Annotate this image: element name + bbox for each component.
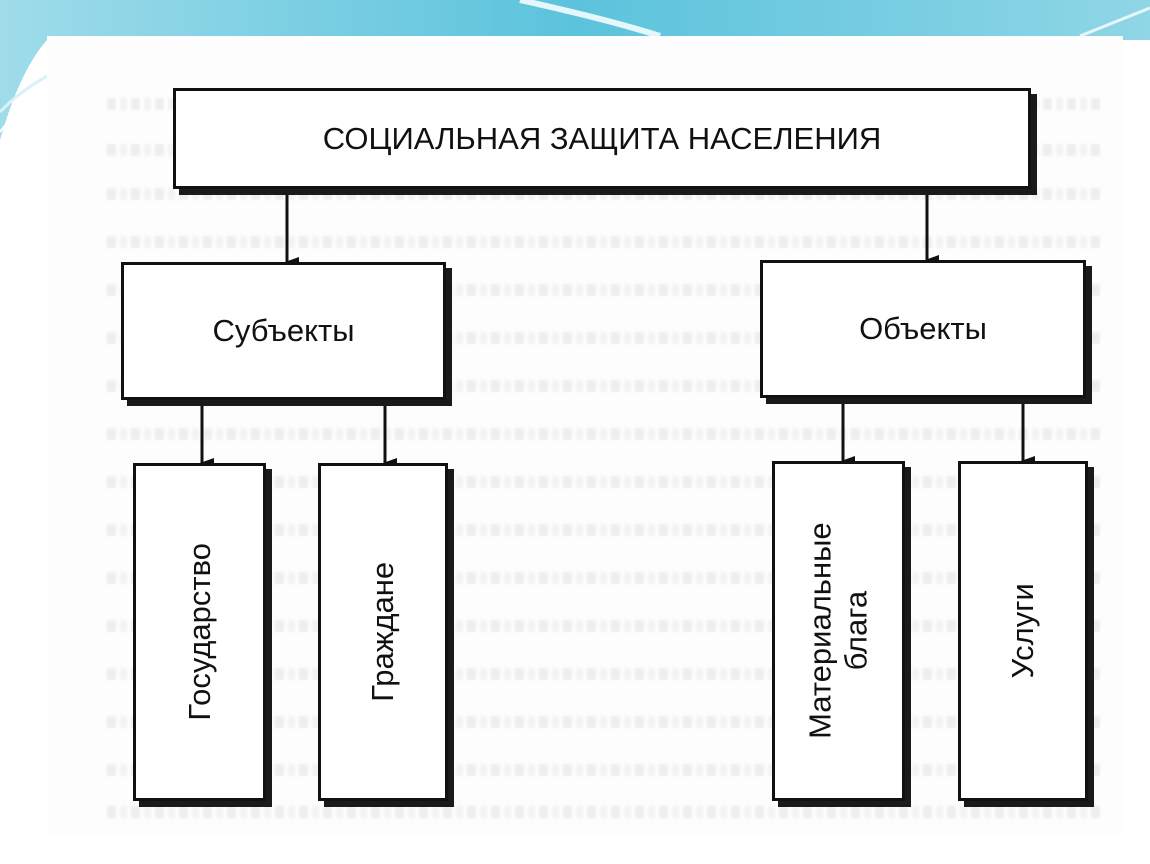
node-services-label: Услуги <box>1005 583 1041 679</box>
node-objects: Объекты <box>760 260 1086 398</box>
node-subjects: Субъекты <box>121 262 446 400</box>
node-material-goods: Материальные блага <box>772 461 905 801</box>
node-citizens: Граждане <box>318 463 448 801</box>
node-services: Услуги <box>958 461 1088 801</box>
node-state: Государство <box>133 463 266 801</box>
node-material-goods-label: Материальные блага <box>802 522 874 740</box>
node-state-label: Государство <box>181 543 217 721</box>
node-citizens-label: Граждане <box>365 562 401 702</box>
node-social-protection: СОЦИАЛЬНАЯ ЗАЩИТА НАСЕЛЕНИЯ <box>173 88 1031 189</box>
node-social-protection-label: СОЦИАЛЬНАЯ ЗАЩИТА НАСЕЛЕНИЯ <box>322 120 882 156</box>
node-objects-label: Объекты <box>859 311 987 346</box>
node-subjects-label: Субъекты <box>212 313 355 348</box>
